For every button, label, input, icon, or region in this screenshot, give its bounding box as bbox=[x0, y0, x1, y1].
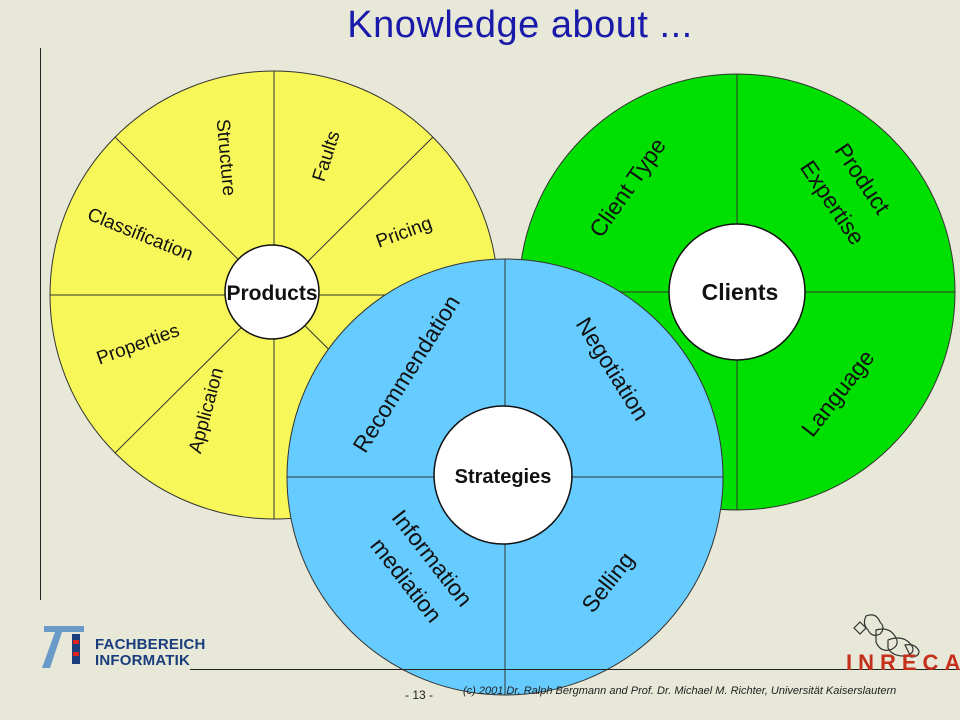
slide-title: Knowledge about ... bbox=[347, 4, 693, 46]
page-number: - 13 - bbox=[405, 688, 434, 702]
products-hub bbox=[224, 244, 320, 340]
footer-divider bbox=[190, 669, 960, 670]
strategies-center-label: Strategies bbox=[455, 466, 552, 488]
clients-hub bbox=[668, 223, 806, 361]
strategies-hub bbox=[433, 405, 573, 545]
department-line-2: INFORMATIK bbox=[95, 652, 191, 669]
inreca-logo-text: INRECA bbox=[846, 650, 960, 675]
department-line-1: FACHBEREICH bbox=[95, 636, 206, 653]
clients-wheel: Client Type Product Expertise Language C… bbox=[518, 73, 956, 511]
left-divider bbox=[40, 48, 41, 600]
department-name: FACHBEREICH INFORMATIK bbox=[95, 637, 206, 669]
products-center-label: Products bbox=[226, 282, 317, 305]
copyright-text: (c) 2001 Dr. Ralph Bergmann and Prof. Dr… bbox=[463, 685, 897, 697]
inreca-logo-icon bbox=[853, 614, 920, 658]
strategies-wheel: Recommendation Negotiation Information m… bbox=[286, 258, 724, 696]
clients-center-label: Clients bbox=[702, 279, 779, 305]
fachbereich-logo-icon bbox=[42, 626, 84, 668]
